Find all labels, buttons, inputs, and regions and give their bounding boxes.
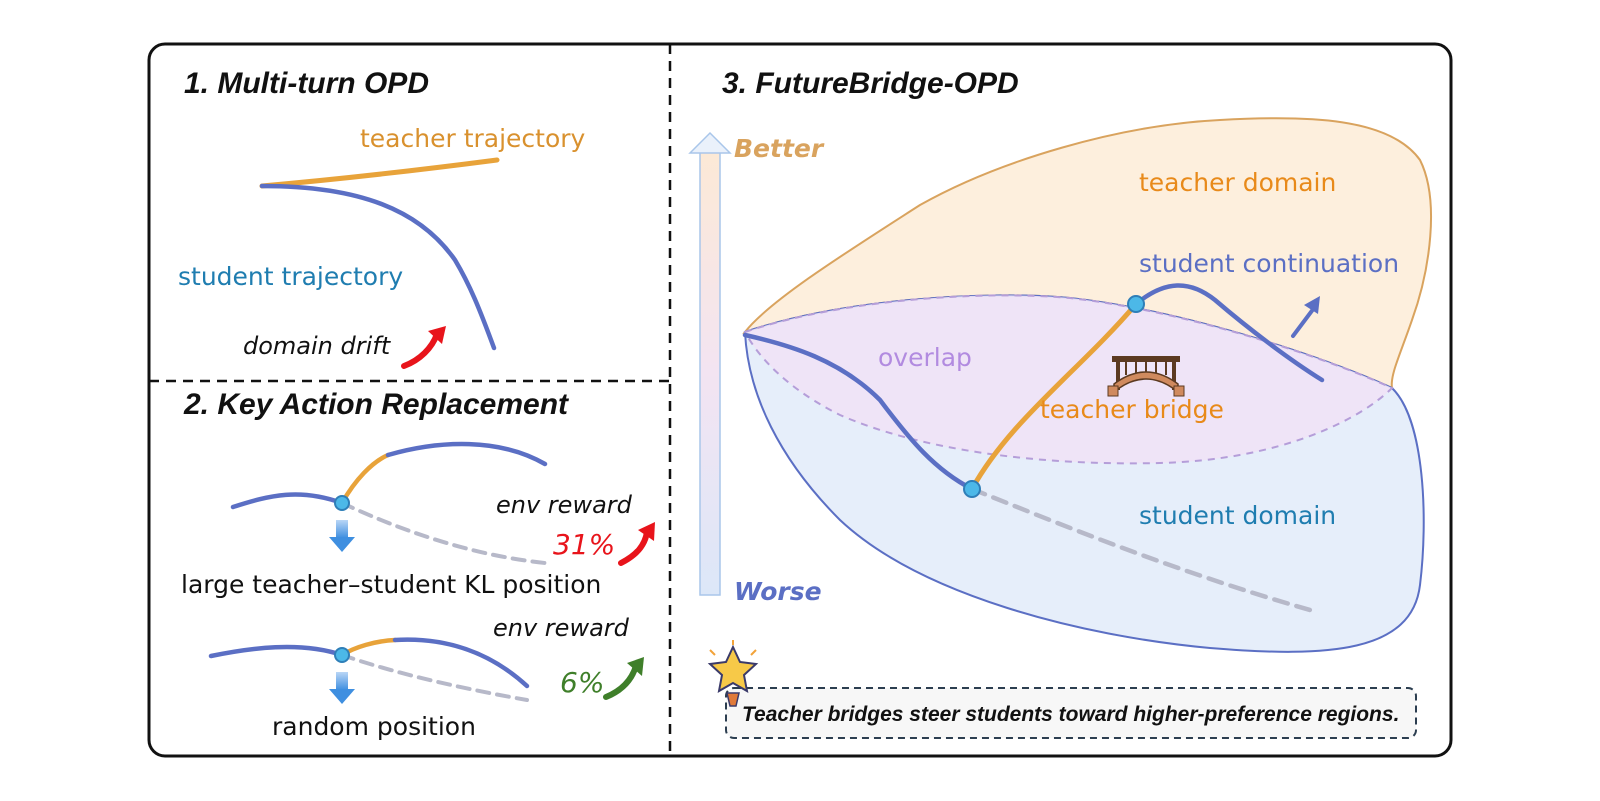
teacher-domain-label: teacher domain [1139,168,1336,197]
worse-label: Worse [734,577,822,606]
case-random: env reward 6% random position [208,614,644,741]
preference-axis: Better Worse [688,131,825,606]
original-path-dashed [340,501,547,565]
panel2-title: 2. Key Action Replacement [183,388,570,421]
down-arrow-icon [329,672,355,704]
student-original-path-dashed [969,486,1313,613]
panel-multi-turn-opd: 1. Multi-turn OPD teacher trajectory stu… [178,67,586,369]
student-trajectory-label: student trajectory [178,262,403,291]
panel-futurebridge-opd: 3. FutureBridge-OPD Better Worse [688,67,1433,739]
student-domain-label: student domain [1139,501,1336,530]
star-icon [707,640,759,707]
student-trajectory-line [259,183,497,351]
teacher-trajectory-label: teacher trajectory [360,124,586,153]
better-label: Better [734,134,825,163]
bridge-end-point [1127,295,1145,313]
student-prefix-line [230,492,345,510]
up-arrow-icon [603,657,644,700]
original-path-dashed [340,653,529,702]
case2-position-label: random position [272,712,476,741]
teacher-bridge-line [969,301,1139,492]
panel1-title: 1. Multi-turn OPD [184,67,429,100]
teacher-trajectory-line [259,157,500,189]
overlap-region [743,294,1394,465]
case1-position-label: large teacher–student KL position [181,570,601,599]
note-box [725,687,1417,739]
case2-reward-change: 6% [560,666,604,699]
panel3-title: 3. FutureBridge-OPD [722,67,1019,100]
case2-reward-label: env reward [493,614,630,642]
domain-drift-label: domain drift [243,332,392,360]
key-action-point [334,647,350,663]
overlap-label: overlap [878,343,972,372]
key-action-point [334,495,350,511]
student-continuation-line [1133,283,1325,383]
case-large-kl: env reward 31% large teacher–student KL … [181,441,655,599]
bridge-icon [1107,356,1185,397]
student-continuation-line [392,637,530,689]
up-arrow-icon [1291,296,1320,338]
student-continuation-label: student continuation [1139,249,1399,278]
teacher-bridge-label: teacher bridge [1040,395,1224,424]
down-arrow-icon [329,520,355,552]
up-arrow-icon [401,326,446,369]
student-continuation-line [385,441,548,467]
panel-key-action-replacement: 2. Key Action Replacement env reward 31%… [181,388,655,741]
student-prefix-line [742,332,975,492]
case1-reward-label: env reward [496,491,633,519]
case1-reward-change: 31% [553,528,615,561]
student-prefix-line [208,644,345,659]
bridge-start-point [963,480,981,498]
up-arrow-icon [618,522,655,566]
note-text: Teacher bridges steer students toward hi… [742,703,1399,726]
